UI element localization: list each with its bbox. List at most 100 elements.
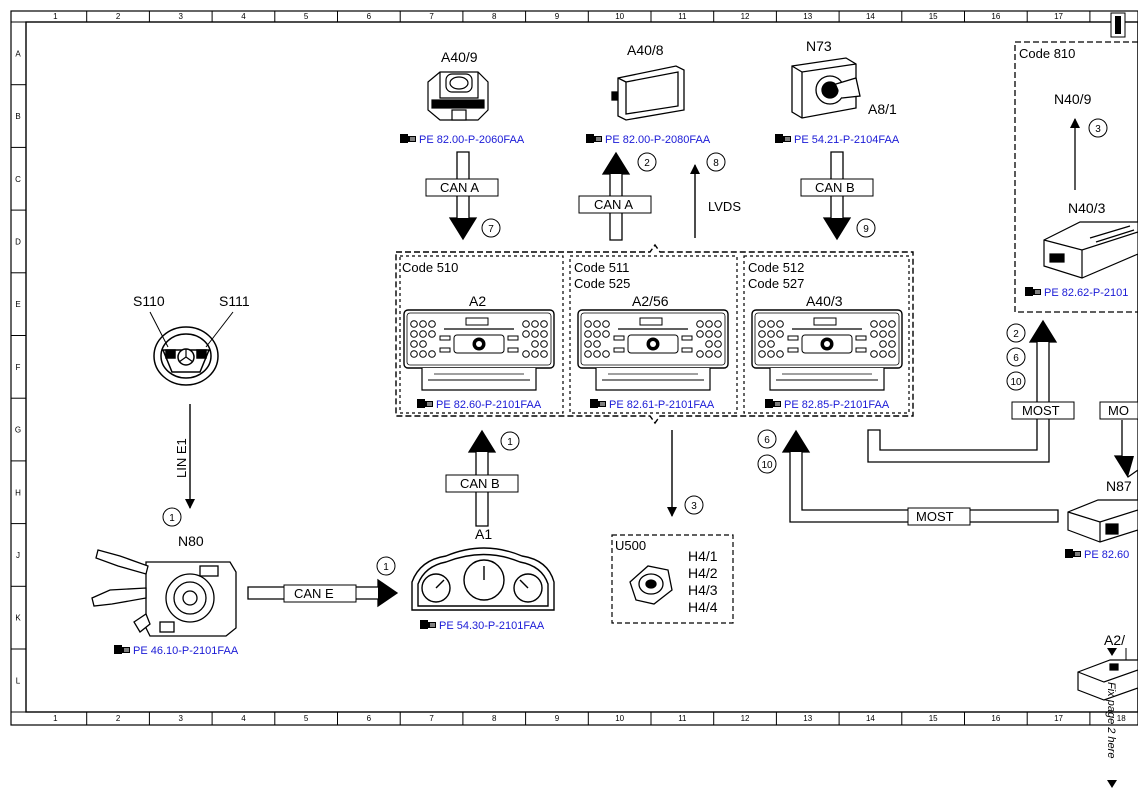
grid-column-label: 6 bbox=[367, 714, 372, 723]
grid-column-label: 16 bbox=[991, 12, 1000, 21]
leader-s110 bbox=[149, 311, 169, 348]
fix-page-note: Fix page 2 here bbox=[1105, 648, 1117, 788]
leader-s111 bbox=[205, 311, 234, 348]
component-label-n40-9: N40/9 bbox=[1054, 91, 1092, 107]
component-steering-wheel[interactable]: S110 S111 bbox=[133, 293, 250, 386]
component-n73[interactable]: N73 A8/1 PE 54.21-P-2104FAA bbox=[775, 38, 900, 146]
grid-row-label: C bbox=[15, 175, 21, 184]
reference-a2[interactable]: PE 82.60-P-2101FAA bbox=[436, 399, 542, 411]
reference-n87[interactable]: PE 82.60 bbox=[1084, 549, 1129, 561]
component-code-810[interactable]: Code 810 N40/9 N40/3 PE 82.62-P-2101 bbox=[1014, 41, 1138, 313]
marker-6-right: 6 bbox=[1006, 347, 1026, 367]
grid-column-label: 12 bbox=[741, 12, 750, 21]
bus-label-can-a-out: CAN A bbox=[594, 197, 633, 212]
grid-row-label: K bbox=[15, 614, 21, 623]
component-label-a2-56: A2/56 bbox=[632, 293, 669, 309]
reference-n73[interactable]: PE 54.21-P-2104FAA bbox=[794, 134, 900, 146]
book-icon bbox=[400, 134, 416, 143]
component-label-a2-partial: A2/ bbox=[1104, 632, 1125, 648]
component-label-a40-8: A40/8 bbox=[627, 42, 664, 58]
component-a1[interactable]: A1 PE 54.30-P-2101FAA bbox=[411, 526, 555, 632]
marker-10-left: 10 bbox=[757, 454, 777, 474]
component-label-n40-3: N40/3 bbox=[1068, 200, 1106, 216]
grid-column-label: 4 bbox=[241, 714, 246, 723]
reference-a1[interactable]: PE 54.30-P-2101FAA bbox=[439, 620, 545, 632]
media-interface-icon bbox=[1067, 499, 1138, 543]
component-label-a8-1: A8/1 bbox=[868, 101, 897, 117]
can-b-n73-connection: CAN B bbox=[800, 151, 874, 241]
instrument-cluster-icon bbox=[411, 547, 555, 611]
grid-column-label: 15 bbox=[929, 714, 938, 723]
component-n87[interactable]: N87 PE 82.60 bbox=[1065, 478, 1138, 561]
svg-text:6: 6 bbox=[764, 435, 770, 446]
grid-column-label: 17 bbox=[1054, 714, 1063, 723]
svg-text:10: 10 bbox=[761, 460, 773, 471]
component-u500[interactable]: U500 H4/1 H4/2 H4/3 H4/4 bbox=[611, 534, 734, 624]
component-label-a40-9: A40/9 bbox=[441, 49, 478, 65]
component-a40-8[interactable]: A40/8 PE 82.00-P-2080FAA bbox=[586, 42, 711, 146]
bus-label-most-3: MO bbox=[1108, 403, 1129, 418]
component-a2-partial[interactable]: A2/ bbox=[1077, 632, 1138, 701]
triangle-down-icon bbox=[1107, 648, 1117, 656]
reference-a2-56[interactable]: PE 82.61-P-2101FAA bbox=[609, 399, 715, 411]
marker-1-a1: 1 bbox=[500, 431, 520, 451]
most-to-n87-connection: MOST bbox=[781, 429, 1059, 526]
grid-column-label: 6 bbox=[367, 12, 372, 21]
can-a-in-connection: CAN A bbox=[425, 151, 499, 241]
component-n80[interactable]: N80 PE 46.10-P-2101FAA bbox=[91, 533, 239, 657]
grid-row-label: J bbox=[16, 551, 20, 560]
grid-column-label: 7 bbox=[429, 714, 434, 723]
grid-row-label: F bbox=[16, 363, 21, 372]
grid-column-label: 9 bbox=[555, 714, 560, 723]
bus-label-most-1: MOST bbox=[1022, 403, 1060, 418]
controller-icon bbox=[427, 71, 489, 121]
bus-label-lin-e1: LIN E1 bbox=[174, 438, 189, 478]
grid-row-label: B bbox=[15, 112, 20, 121]
svg-text:2: 2 bbox=[1013, 329, 1019, 340]
most-partial-connection: MO bbox=[1099, 401, 1138, 478]
grid-column-label: 1 bbox=[53, 12, 58, 21]
bus-label-lvds: LVDS bbox=[708, 199, 741, 214]
component-label-s111: S111 bbox=[219, 293, 250, 309]
grid-column-label: 12 bbox=[741, 714, 750, 723]
most-to-amplifier-connection: MOST bbox=[867, 319, 1075, 463]
code-label-527: Code 527 bbox=[748, 276, 804, 291]
component-label-a1: A1 bbox=[475, 526, 492, 542]
book-icon bbox=[1025, 287, 1041, 296]
book-icon bbox=[765, 399, 781, 408]
marker-1-can-e: 1 bbox=[376, 556, 396, 576]
grid-column-label: 4 bbox=[241, 12, 246, 21]
component-a40-9[interactable]: A40/9 PE 82.00-P-2060FAA bbox=[400, 49, 525, 146]
code-label-a2: Code 510 bbox=[402, 260, 458, 275]
bus-label-can-b-a1: CAN B bbox=[460, 476, 500, 491]
svg-text:3: 3 bbox=[691, 501, 697, 512]
grid-column-label: 7 bbox=[429, 12, 434, 21]
component-a2[interactable]: Code 510 A2 PE 82.60-P-2101FAA bbox=[402, 260, 555, 411]
book-icon bbox=[420, 620, 436, 629]
marker-1-n80: 1 bbox=[162, 507, 182, 527]
reference-n80[interactable]: PE 46.10-P-2101FAA bbox=[133, 645, 239, 657]
sheet-frame bbox=[10, 10, 1138, 726]
can-b-a1-connection: CAN B bbox=[445, 429, 519, 527]
reference-a40-9[interactable]: PE 82.00-P-2060FAA bbox=[419, 134, 525, 146]
grid-column-labels: 1122334455667788991010111112121313141415… bbox=[53, 11, 1126, 725]
grid-column-label: 15 bbox=[929, 12, 938, 21]
grid-column-label: 1 bbox=[53, 714, 58, 723]
speaker-label-h4-3: H4/3 bbox=[688, 582, 718, 598]
grid-row-label: D bbox=[15, 237, 21, 246]
reference-n40-3[interactable]: PE 82.62-P-2101 bbox=[1044, 287, 1128, 299]
component-label-n73: N73 bbox=[806, 38, 832, 54]
marker-2: 2 bbox=[637, 152, 657, 172]
component-a2-56[interactable]: Code 511 Code 525 A2/56 PE 82.61-P-2101F… bbox=[574, 260, 729, 411]
svg-text:9: 9 bbox=[863, 224, 869, 235]
bus-label-most-2: MOST bbox=[916, 509, 954, 524]
reference-a40-3[interactable]: PE 82.85-P-2101FAA bbox=[784, 399, 890, 411]
component-a40-3[interactable]: Code 512 Code 527 A40/3 PE 82.85-P-2101F… bbox=[748, 260, 903, 411]
reference-a40-8[interactable]: PE 82.00-P-2080FAA bbox=[605, 134, 711, 146]
svg-text:1: 1 bbox=[383, 562, 389, 573]
marker-6-left: 6 bbox=[757, 429, 777, 449]
bus-label-can-b-n73: CAN B bbox=[815, 180, 855, 195]
svg-text:1: 1 bbox=[169, 513, 175, 524]
grid-row-label: E bbox=[15, 300, 20, 309]
grid-column-label: 3 bbox=[179, 714, 184, 723]
